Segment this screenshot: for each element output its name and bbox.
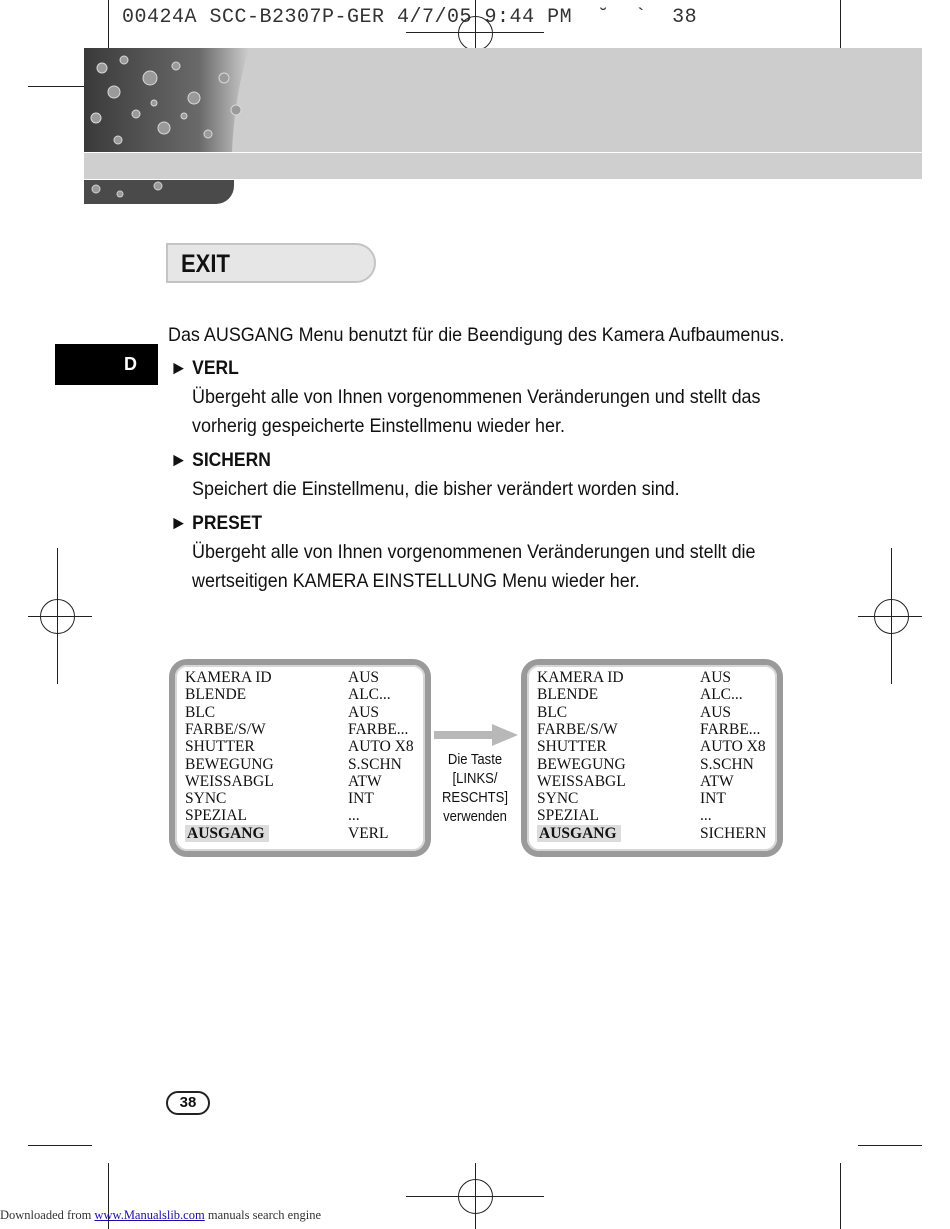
menu-item-value: ... [700, 807, 712, 825]
bullet-arrow-icon: ► [170, 450, 188, 471]
menu-item-label: SYNC [185, 790, 227, 808]
language-tab [55, 344, 158, 385]
menu-item-value: VERL [348, 824, 389, 842]
menu-item-label: BLENDE [185, 686, 247, 704]
language-tab-label: D [124, 354, 137, 374]
menu-item-value: S.SCHN [348, 755, 402, 773]
arrow-caption-line: [LINKS/ [452, 771, 498, 787]
page-number: 38 [166, 1091, 210, 1115]
menu-item-label: KAMERA ID [537, 669, 624, 686]
arrow-caption-line: verwenden [443, 809, 507, 825]
bullet-preset: ► PRESET [170, 513, 262, 535]
menu-item-value: SICHERN [700, 824, 767, 842]
footer-suffix: manuals search engine [204, 1208, 321, 1222]
menu-item-label: SHUTTER [185, 738, 255, 756]
menu-item-label: BLC [185, 703, 216, 721]
bullet-arrow-icon: ► [170, 513, 188, 534]
section-title: EXIT [181, 250, 230, 278]
header-strip [84, 153, 922, 179]
menu-item-label: SPEZIAL [537, 807, 599, 825]
menu-item-label: FARBE/S/W [185, 720, 266, 738]
footer: Downloaded from www.Manualslib.com manua… [0, 1208, 321, 1223]
verl-line-2: vorherig gespeicherte Einstellmenu wiede… [192, 415, 565, 437]
bullet-sichern: ► SICHERN [170, 450, 271, 472]
menu-item-value: S.SCHN [700, 755, 754, 773]
menu-item-label: SPEZIAL [185, 807, 247, 825]
section-title-pill [166, 243, 376, 283]
menu-item-value: AUS [700, 703, 732, 721]
footer-prefix: Downloaded from [0, 1208, 95, 1222]
menu-item-value: ... [348, 807, 360, 825]
menu-item-value: FARBE... [700, 720, 761, 738]
menu-item-value: ATW [348, 772, 382, 790]
menu-screen-right: KAMERA ID AUS BLENDE ALC... BLC AUS FARBE/S/W F… [521, 659, 783, 857]
menu-item-label: BLC [537, 703, 568, 721]
sichern-line-1: Speichert die Einstellmenu, die bisher v… [192, 478, 680, 500]
menu-item-value: AUTO X8 [348, 738, 414, 756]
menu-item-value: AUTO X8 [700, 738, 766, 756]
bullet-label: VERL [192, 358, 239, 379]
menu-item-label: BEWEGUNG [537, 755, 626, 773]
bullet-verl: ► VERL [170, 358, 239, 380]
intro-text: Das AUSGANG Menu benutzt für die Beendig… [168, 324, 785, 346]
menu-screen-left: KAMERA ID AUS BLENDE ALC... BLC AUS FARBE/S/W F… [169, 659, 431, 857]
preset-line-2: wertseitigen KAMERA EINSTELLUNG Menu wie… [192, 570, 640, 592]
water-drops-graphic-small [84, 180, 234, 204]
menu-item-value: AUS [348, 703, 380, 721]
menu-item-label: AUSGANG [185, 824, 269, 842]
arrow-caption-line: RESCHTS] [441, 790, 508, 806]
menu-item-label: AUSGANG [537, 824, 621, 842]
menu-item-value: INT [348, 790, 374, 808]
arrow-caption: Die Taste [LINKS/ RESCHTS] verwenden [439, 751, 511, 827]
footer-link[interactable]: www.Manualslib.com [94, 1208, 205, 1222]
water-drops-graphic [84, 48, 284, 152]
menu-item-value: AUS [700, 669, 732, 686]
menu-item-label: FARBE/S/W [537, 720, 618, 738]
bullet-label: SICHERN [192, 450, 271, 471]
right-arrow-icon [434, 724, 518, 746]
menu-item-label: WEISSABGL [537, 772, 626, 790]
menu-item-value: ALC... [348, 686, 391, 704]
menu-item-value: INT [700, 790, 726, 808]
bullet-arrow-icon: ► [170, 358, 188, 379]
print-header: 00424A SCC-B2307P-GER 4/7/05 9:44 PM ˘ `… [122, 6, 698, 29]
menu-item-label: SHUTTER [537, 738, 607, 756]
menu-item-label: KAMERA ID [185, 669, 272, 686]
preset-line-1: Übergeht alle von Ihnen vorgenommenen Ve… [192, 541, 756, 563]
menu-item-label: SYNC [537, 790, 579, 808]
arrow-caption-line: Die Taste [447, 752, 503, 768]
verl-line-1: Übergeht alle von Ihnen vorgenommenen Ve… [192, 386, 761, 408]
menu-item-value: FARBE... [348, 720, 409, 738]
bullet-label: PRESET [192, 513, 263, 534]
menu-item-label: WEISSABGL [185, 772, 274, 790]
menu-item-value: ATW [700, 772, 734, 790]
menu-item-label: BLENDE [537, 686, 599, 704]
menu-item-value: AUS [348, 669, 380, 686]
menu-item-value: ALC... [700, 686, 743, 704]
menu-item-label: BEWEGUNG [185, 755, 274, 773]
